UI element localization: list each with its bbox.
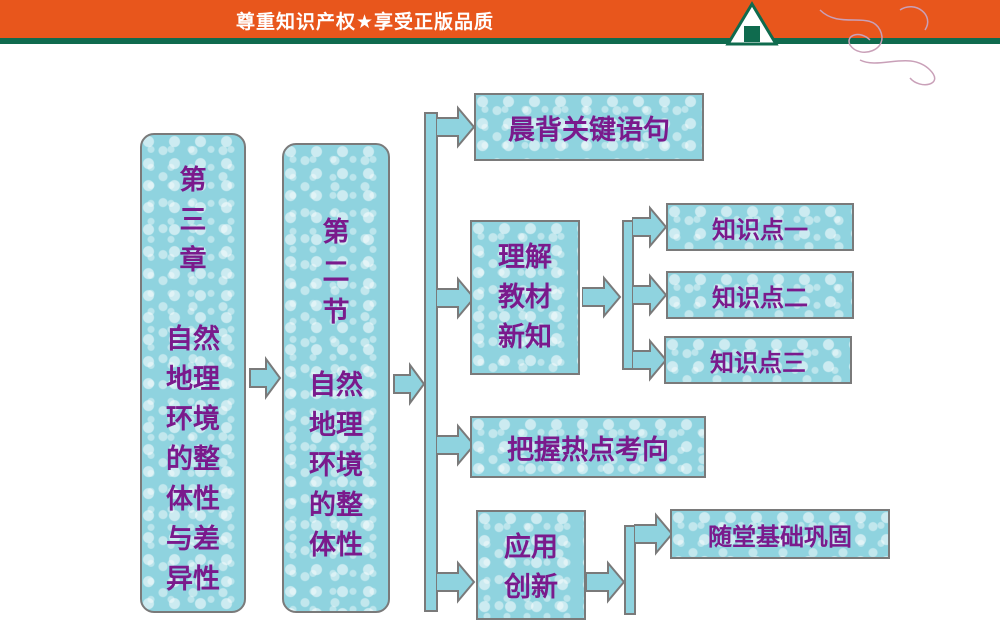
top-banner — [0, 0, 1000, 38]
outline-apply-box: 应用创新 — [476, 510, 586, 620]
section-subtitle: 自然地理环境的整体性 — [309, 370, 363, 561]
right-arrow-icon — [436, 560, 476, 604]
knowledge-point-1-box: 知识点一 — [666, 203, 854, 251]
right-arrow-icon — [436, 276, 476, 320]
outline-consolidate-label: 随堂基础巩固 — [708, 522, 852, 551]
knowledge-point-2-box: 知识点二 — [666, 271, 854, 319]
right-arrow-icon — [632, 205, 668, 249]
banner-slogan: 尊重知识产权★享受正版品质 — [236, 11, 495, 33]
right-arrow-icon — [249, 356, 282, 400]
outline-apply-label: 应用创新 — [504, 532, 558, 603]
section-title: 第二节 — [322, 217, 350, 328]
knowledge-point-2-label: 知识点二 — [712, 283, 808, 312]
outline-hotspot-box: 把握热点考向 — [470, 416, 706, 478]
outline-morning-label: 晨背关键语句 — [508, 114, 670, 146]
triangle-a-logo-icon — [725, 1, 779, 46]
banner-underline — [0, 38, 1000, 44]
chapter-box: 第三章 — [140, 133, 246, 613]
right-arrow-icon — [632, 273, 668, 317]
chapter-title: 第三章 — [179, 165, 207, 276]
swirl-decoration-icon — [819, 6, 936, 86]
right-arrow-icon — [582, 275, 622, 319]
section-box: 第二节 — [282, 143, 390, 613]
knowledge-point-1-label: 知识点一 — [712, 215, 808, 244]
knowledge-point-3-box: 知识点三 — [664, 336, 852, 384]
outline-understand-box: 理解教材新知 — [470, 220, 580, 375]
right-arrow-icon — [393, 362, 426, 406]
right-arrow-icon — [586, 560, 626, 604]
outline-consolidate-box: 随堂基础巩固 — [670, 509, 890, 559]
outline-understand-label: 理解教材新知 — [498, 241, 552, 353]
main-bracket — [424, 112, 438, 612]
right-arrow-icon — [632, 338, 668, 382]
right-arrow-icon — [436, 105, 476, 149]
knowledge-point-3-label: 知识点三 — [710, 348, 806, 377]
chapter-subtitle: 自然地理环境的整体性与差异性 — [166, 324, 220, 595]
outline-hotspot-label: 把握热点考向 — [507, 434, 669, 466]
outline-morning-box: 晨背关键语句 — [474, 93, 704, 161]
right-arrow-icon — [634, 512, 674, 556]
right-arrow-icon — [436, 423, 476, 467]
